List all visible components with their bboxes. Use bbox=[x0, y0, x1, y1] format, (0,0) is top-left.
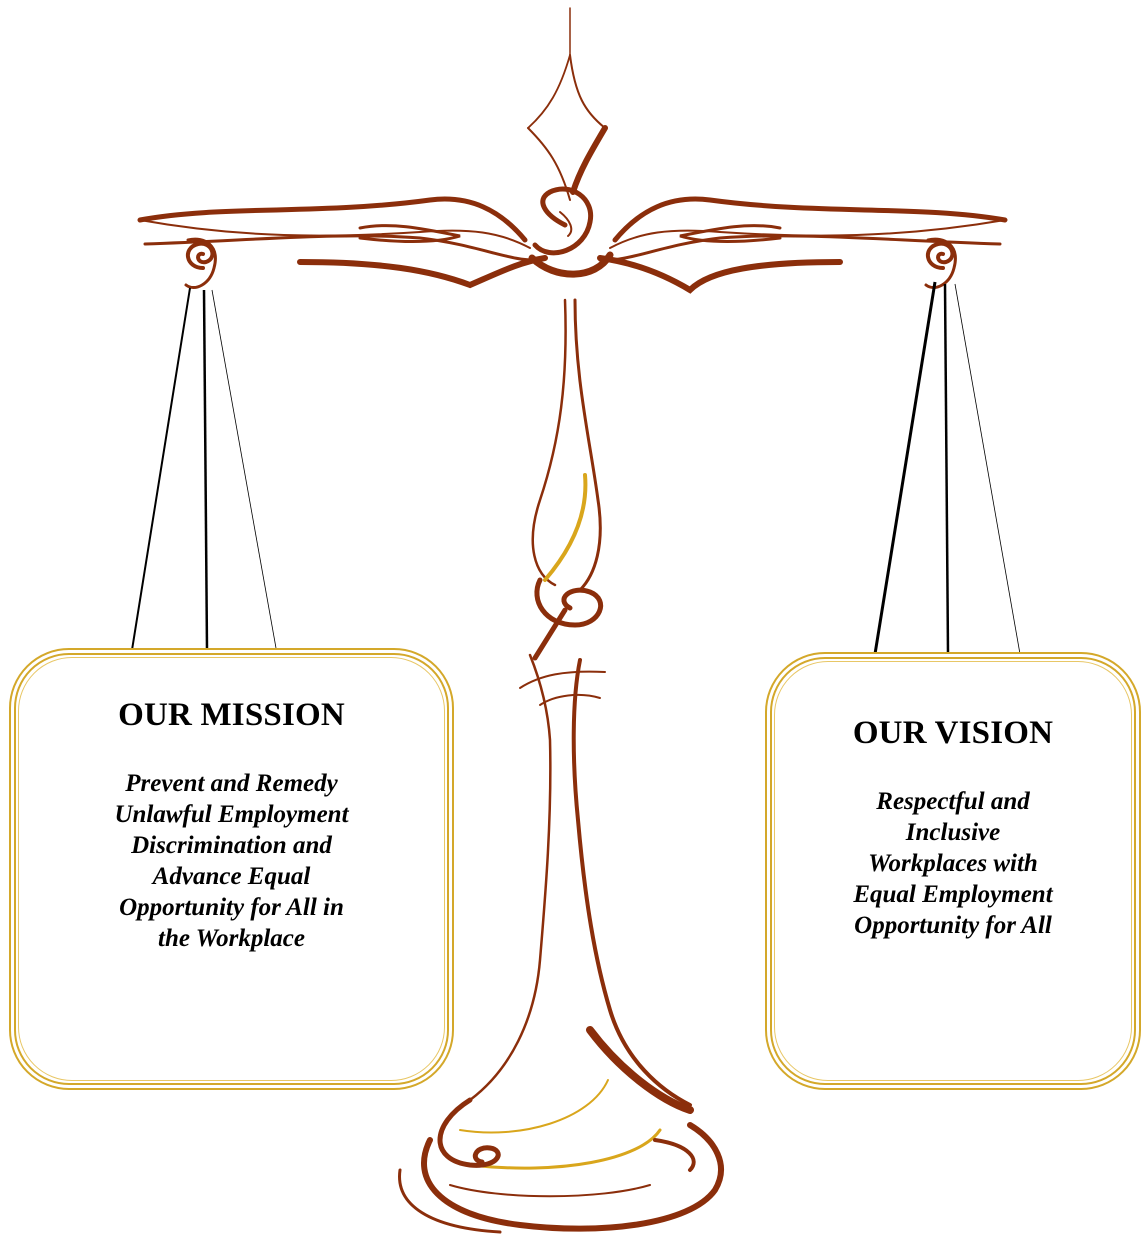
scale-finial bbox=[527, 7, 608, 201]
scale-crossbeam bbox=[137, 196, 1008, 294]
right-strings bbox=[873, 281, 1021, 655]
left-hanger bbox=[184, 237, 217, 290]
vision-title: OUR VISION bbox=[852, 715, 1054, 751]
mission-box: OUR MISSION Prevent and Remedy Unlawful … bbox=[9, 648, 454, 1090]
left-strings bbox=[131, 287, 277, 651]
vision-statement: Respectful and Inclusive Workplaces with… bbox=[853, 788, 1053, 939]
scale-base bbox=[398, 1097, 724, 1234]
mission-statement: Prevent and Remedy Unlawful Employment D… bbox=[114, 770, 349, 952]
mission-title: OUR MISSION bbox=[118, 697, 345, 733]
scale-column bbox=[468, 298, 694, 1114]
scale-center-knot bbox=[528, 186, 614, 278]
scale-column-highlight bbox=[459, 473, 662, 1170]
right-hanger bbox=[924, 237, 957, 290]
vision-box: OUR VISION Respectful and Inclusive Work… bbox=[765, 652, 1141, 1090]
